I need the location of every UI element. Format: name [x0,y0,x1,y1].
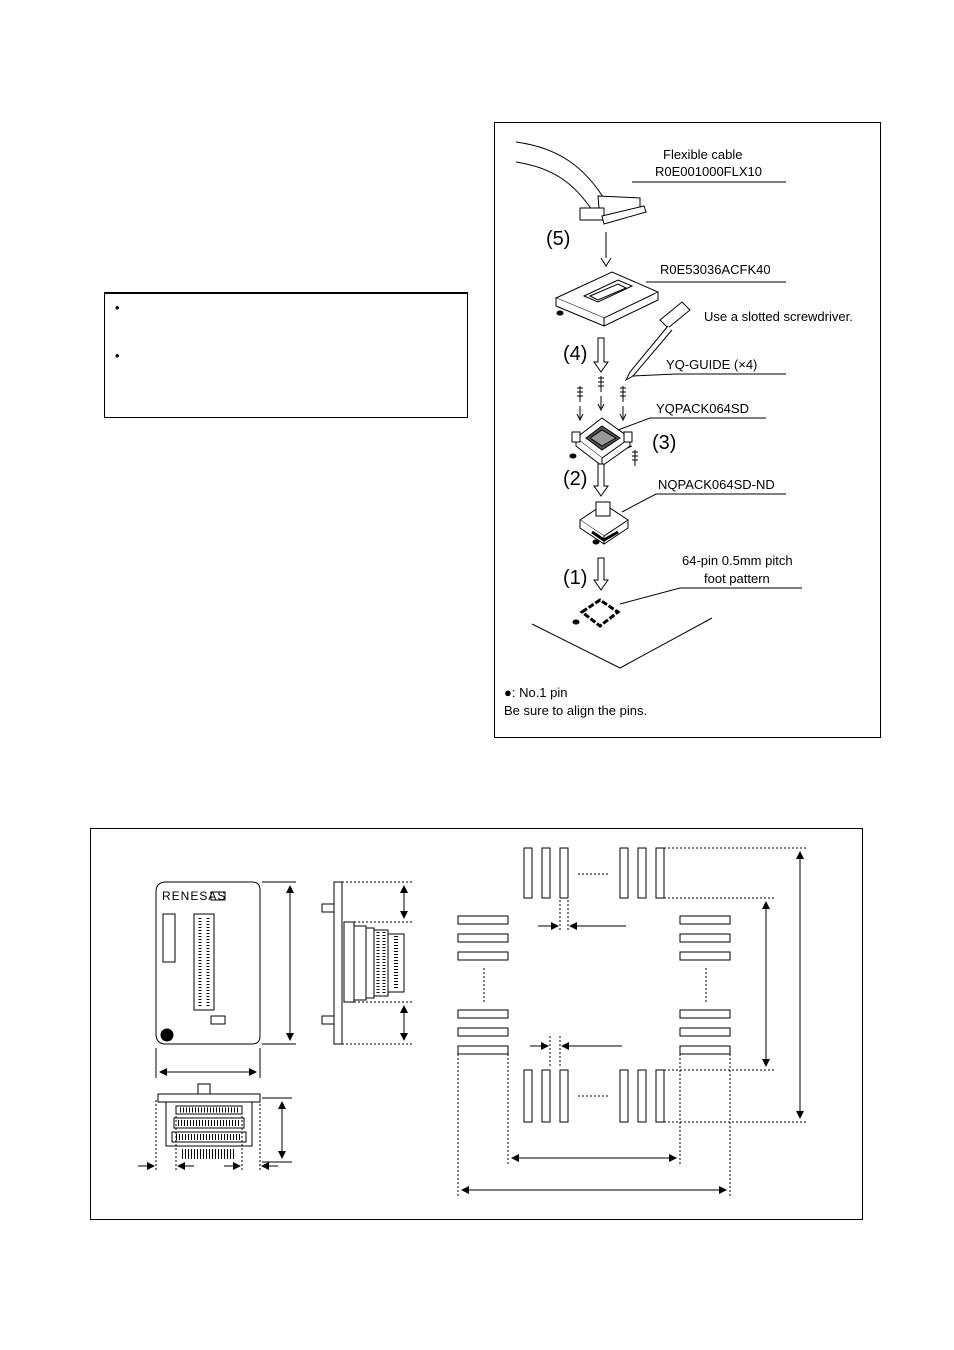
arrow-step-5 [600,232,612,267]
label-screwdriver: Use a slotted screwdriver. [704,309,853,324]
foot-pattern-dimensions [457,847,808,1196]
label-guide: YQ-GUIDE (×4) [666,357,757,372]
arrow-step-1 [593,557,609,591]
dimension-frame [90,828,863,1220]
arrow-step-4 [593,337,609,373]
legend-align: Be sure to align the pins. [504,703,647,718]
yqpack-socket [569,417,633,468]
label-cable-name: Flexible cable [663,147,743,162]
step-label-4: (4) [563,343,587,365]
board-top-view [155,881,296,1078]
label-cable-part: R0E001000FLX10 [655,164,762,179]
note-bullet: • [115,348,120,363]
assembly-frame [494,122,881,738]
board-side-view [321,881,412,1045]
step-label-3: (3) [652,432,676,454]
renesas-logo: RENESAS [162,889,226,903]
label-yqpack: YQPACK064SD [656,401,749,416]
arrow-step-2 [593,463,609,497]
assembly-text: Flexible cable R0E001000FLX10 R0E53036AC… [504,147,853,718]
step-label-2: (2) [563,468,587,490]
legend-pin: ●: No.1 pin [504,685,568,700]
note-bullet: • [115,300,120,315]
flexible-cable [515,141,647,225]
board-front-view [138,1083,292,1172]
label-nqpack: NQPACK064SD-ND [658,477,775,492]
leader-lines [617,181,802,605]
nqpack-socket [579,501,629,545]
label-foot-line2: foot pattern [704,571,770,586]
step-label-1: (1) [563,567,587,589]
converter-board [554,271,660,327]
note-box: • • [104,292,468,418]
label-foot-line1: 64-pin 0.5mm pitch [682,553,793,568]
step-label-5: (5) [546,228,570,250]
foot-pattern [531,598,713,669]
screwdriver-icon [624,301,691,382]
label-board-part: R0E53036ACFK40 [660,262,771,277]
assembly-diagram [515,141,802,669]
